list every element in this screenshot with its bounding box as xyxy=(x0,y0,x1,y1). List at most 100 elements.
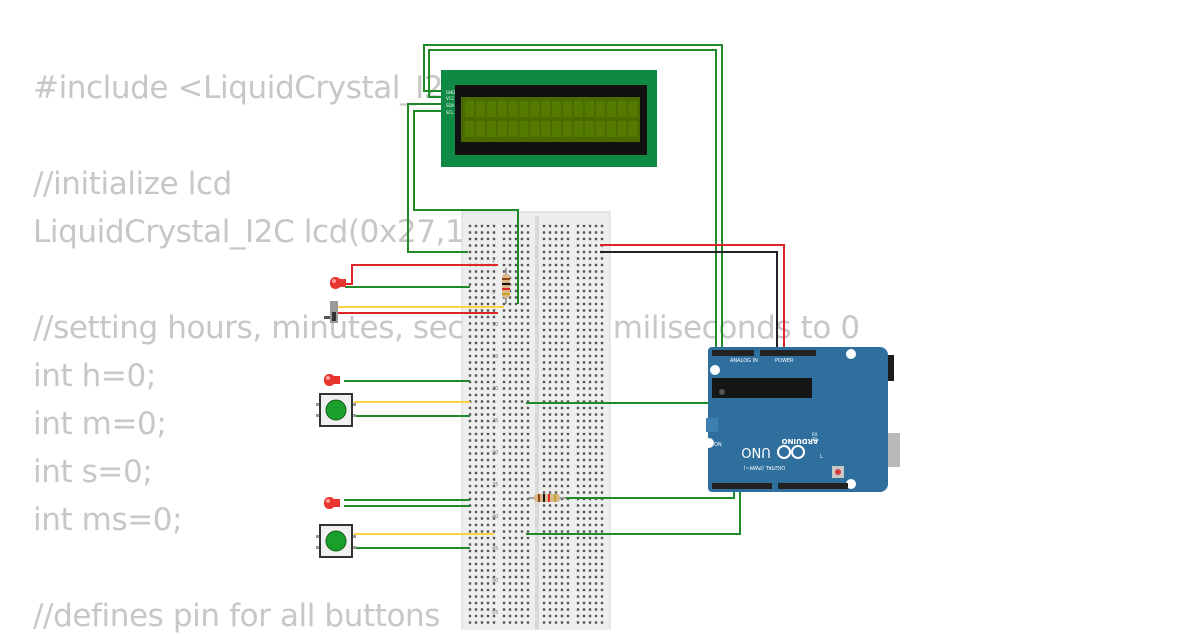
breadboard-hole xyxy=(566,458,570,462)
breadboard-hole xyxy=(492,491,496,494)
breadboard-hole xyxy=(542,556,546,559)
breadboard-hole xyxy=(502,354,506,358)
breadboard-hole xyxy=(548,432,552,436)
breadboard-hole xyxy=(502,491,506,494)
reset-button-cap[interactable] xyxy=(835,469,841,475)
breadboard-hole xyxy=(566,393,570,397)
breadboard-hole xyxy=(486,367,490,371)
breadboard-hole xyxy=(588,270,592,273)
breadboard-hole xyxy=(576,504,580,507)
breadboard-hole xyxy=(560,296,564,299)
breadboard-hole xyxy=(526,309,530,312)
breadboard-hole xyxy=(554,231,558,234)
breadboard-hole xyxy=(480,608,484,611)
breadboard-hole xyxy=(582,237,586,241)
breadboard-hole xyxy=(582,387,586,390)
breadboard-hole xyxy=(526,374,530,377)
breadboard-hole xyxy=(576,224,580,228)
wire-gnd[interactable] xyxy=(600,251,778,351)
breadboard-hole xyxy=(492,595,496,598)
breadboard-hole xyxy=(560,302,564,306)
led-red-3[interactable] xyxy=(324,497,340,509)
breadboard-hole xyxy=(548,283,552,286)
breadboard-hole xyxy=(566,562,570,566)
breadboard-hole xyxy=(486,432,490,436)
breadboard-hole xyxy=(480,309,484,312)
led-red-2[interactable] xyxy=(324,374,340,386)
breadboard-hole xyxy=(582,393,586,397)
breadboard-hole xyxy=(480,387,484,390)
breadboard-hole xyxy=(502,263,506,267)
breadboard-hole xyxy=(600,549,604,553)
lcd-character-cell xyxy=(530,121,540,137)
breadboard-hole xyxy=(468,543,472,546)
breadboard[interactable]: 151015202530354045505560 xyxy=(461,211,611,630)
breadboard-hole xyxy=(514,406,518,410)
breadboard-hole xyxy=(514,588,518,592)
breadboard-hole xyxy=(560,536,564,540)
breadboard-hole xyxy=(514,387,518,390)
breadboard-hole xyxy=(520,426,524,429)
breadboard-hole xyxy=(594,445,598,449)
breadboard-hole xyxy=(486,374,490,377)
breadboard-hole xyxy=(542,523,546,527)
breadboard-hole xyxy=(594,465,598,468)
breadboard-hole xyxy=(502,315,506,319)
breadboard-hole xyxy=(554,289,558,293)
breadboard-hole xyxy=(576,393,580,397)
resistor-vertical[interactable] xyxy=(502,268,510,304)
breadboard-hole xyxy=(508,270,512,273)
breadboard-hole xyxy=(566,491,570,494)
push-button-1[interactable] xyxy=(316,393,356,427)
breadboard-hole xyxy=(520,283,524,286)
breadboard-hole xyxy=(514,504,518,507)
led-red-1[interactable] xyxy=(330,277,346,289)
code-line: int ms=0; xyxy=(33,502,183,538)
breadboard-row-number: 15 xyxy=(492,354,498,360)
breadboard-hole xyxy=(554,484,558,488)
breadboard-hole xyxy=(508,614,512,618)
breadboard-hole xyxy=(474,536,478,540)
lcd-character-cell xyxy=(508,121,518,137)
breadboard-hole xyxy=(560,478,564,481)
breadboard-hole xyxy=(566,380,570,384)
breadboard-hole xyxy=(520,341,524,345)
breadboard-hole xyxy=(594,432,598,436)
breadboard-hole xyxy=(600,374,604,377)
breadboard-hole xyxy=(560,530,564,533)
breadboard-hole xyxy=(492,361,496,364)
arduino-uno[interactable]: ARDUINO UNO ANALOG IN POWER DIGITAL (PWM… xyxy=(704,347,900,492)
push-button-2[interactable] xyxy=(316,524,356,558)
breadboard-hole xyxy=(502,588,506,592)
breadboard-hole xyxy=(542,478,546,481)
breadboard-hole xyxy=(526,257,530,260)
slide-switch[interactable] xyxy=(324,301,338,323)
breadboard-hole xyxy=(492,504,496,507)
breadboard-hole xyxy=(520,510,524,514)
breadboard-hole xyxy=(486,536,490,540)
breadboard-hole xyxy=(542,484,546,488)
breadboard-hole xyxy=(566,315,570,319)
wire-led1-anode[interactable] xyxy=(345,264,498,285)
resistor-band xyxy=(502,283,510,285)
breadboard-hole xyxy=(508,374,512,377)
breadboard-hole xyxy=(560,237,564,241)
breadboard-hole xyxy=(514,400,518,403)
breadboard-hole xyxy=(600,309,604,312)
resistor-horizontal[interactable] xyxy=(528,494,566,502)
wire-5v[interactable] xyxy=(600,244,785,351)
breadboard-hole xyxy=(480,257,484,260)
breadboard-hole xyxy=(576,361,580,364)
breadboard-hole xyxy=(486,588,490,592)
wire-lcd-scl[interactable] xyxy=(413,110,519,304)
lcd-module[interactable]: GND VCC SDA SCL xyxy=(441,70,657,167)
breadboard-hole xyxy=(588,458,592,462)
breadboard-hole xyxy=(582,244,586,247)
wire-lcd-sda[interactable] xyxy=(407,103,468,253)
breadboard-hole xyxy=(588,621,592,624)
breadboard-hole xyxy=(548,309,552,312)
breadboard-hole xyxy=(486,504,490,507)
breadboard-hole xyxy=(560,348,564,351)
wire-lcd-vcc[interactable] xyxy=(428,49,717,351)
breadboard-hole xyxy=(520,224,524,228)
